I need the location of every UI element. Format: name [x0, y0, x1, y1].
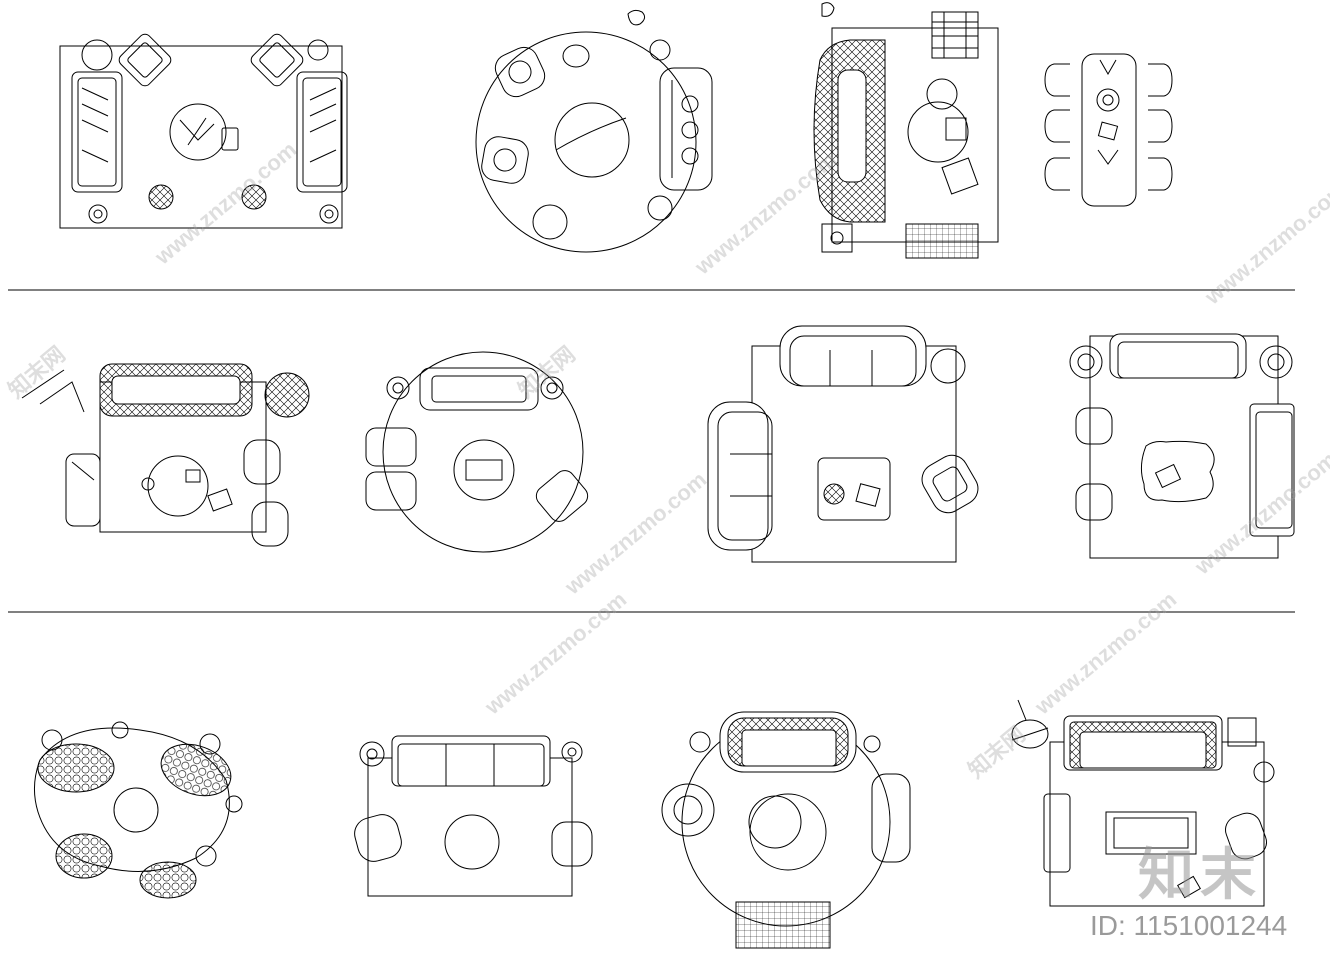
plan-r1-3 — [814, 3, 998, 258]
plan-r2-3 — [708, 326, 984, 562]
asset-id-label: ID: 1151001244 — [1090, 910, 1288, 941]
plan-r3-1 — [34, 722, 242, 898]
plan-r1-4 — [1045, 54, 1172, 206]
plan-r2-4 — [1070, 334, 1294, 558]
plan-r3-3 — [662, 712, 910, 948]
plan-r1-2 — [476, 10, 712, 252]
plan-r3-2 — [351, 736, 592, 896]
plan-r3-4 — [1012, 700, 1274, 906]
brand-logo: 知末 — [1138, 843, 1262, 908]
plan-r2-2 — [366, 352, 592, 552]
plan-r2-1 — [22, 364, 309, 546]
plan-r1-1 — [60, 32, 347, 228]
